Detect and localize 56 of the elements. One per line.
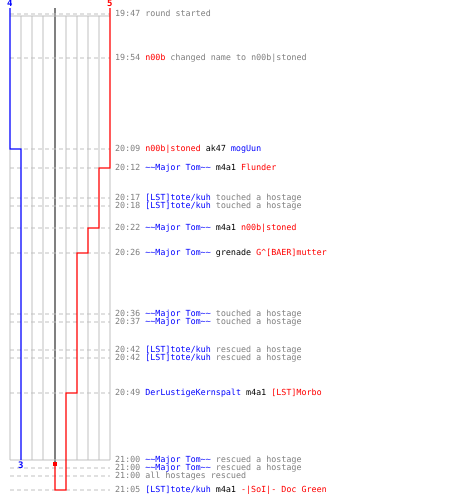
player-name: [LST]tote/kuh xyxy=(145,352,211,362)
event-text: round started xyxy=(145,8,211,18)
weapon-name: ak47 xyxy=(206,143,226,153)
player-name: n00b|stoned xyxy=(145,143,201,153)
weapon-name: grenade xyxy=(216,247,252,257)
time-label: 20:42 xyxy=(115,344,140,354)
time-label: 20:37 xyxy=(115,316,140,326)
player-name: ~~Major Tom~~ xyxy=(145,308,211,318)
event-text: all hostages rescued xyxy=(145,470,246,480)
player-name: ~~Major Tom~~ xyxy=(145,162,211,172)
event-text: rescued a hostage xyxy=(216,454,302,464)
time-label: 19:54 xyxy=(115,52,140,62)
player-name: ~~Major Tom~~ xyxy=(145,316,211,326)
time-label: 20:18 xyxy=(115,200,140,210)
player-name: ~~Major Tom~~ xyxy=(145,247,211,257)
player-name: DerLustigeKernspalt xyxy=(145,387,242,397)
player-name: n00b xyxy=(145,52,166,62)
event-text: rescued a hostage xyxy=(216,344,302,354)
time-label: 20:12 xyxy=(115,162,140,172)
time-label: 21:00 xyxy=(115,454,140,464)
time-label: 21:00 xyxy=(115,462,140,472)
time-label: 21:05 xyxy=(115,484,140,494)
time-label: 20:42 xyxy=(115,352,140,362)
time-label: 20:36 xyxy=(115,308,140,318)
time-label: 19:47 xyxy=(115,8,140,18)
player-name: G^[BAER]mutter xyxy=(256,247,327,257)
player-count: 3 xyxy=(18,462,24,471)
weapon-name: m4a1 xyxy=(216,484,236,494)
player-name: [LST]Morbo xyxy=(271,387,322,397)
player-name: [LST]tote/kuh xyxy=(145,200,211,210)
weapon-name: m4a1 xyxy=(216,162,236,172)
event-text: rescued a hostage xyxy=(216,462,302,472)
player-name: n00b|stoned xyxy=(240,222,296,232)
event-text: touched a hostage xyxy=(216,200,302,210)
player-name: Flunder xyxy=(240,162,276,172)
event-text: changed name to n00b|stoned xyxy=(170,52,307,62)
event-text: touched a hostage xyxy=(216,308,302,318)
player-name: ~~Major Tom~~ xyxy=(145,462,211,472)
time-label: 20:26 xyxy=(115,247,140,257)
event-text: rescued a hostage xyxy=(216,352,302,362)
time-label: 20:22 xyxy=(115,222,140,232)
weapon-name: m4a1 xyxy=(246,387,266,397)
event-text: touched a hostage xyxy=(216,192,302,202)
player-name: mogUun xyxy=(230,143,262,153)
event-text: touched a hostage xyxy=(216,316,302,326)
player-name: [LST]tote/kuh xyxy=(145,192,211,202)
weapon-name: m4a1 xyxy=(216,222,236,232)
player-name: [LST]tote/kuh xyxy=(145,344,211,354)
player-name: [LST]tote/kuh xyxy=(145,484,211,494)
player-name: -|SoI|- Doc Green xyxy=(240,484,327,494)
player-name: ~~Major Tom~~ xyxy=(145,454,211,464)
time-label: 20:49 xyxy=(115,387,140,397)
time-label: 20:09 xyxy=(115,143,140,153)
player-name: ~~Major Tom~~ xyxy=(145,222,211,232)
time-label: 20:17 xyxy=(115,192,140,202)
time-label: 21:00 xyxy=(115,470,140,480)
